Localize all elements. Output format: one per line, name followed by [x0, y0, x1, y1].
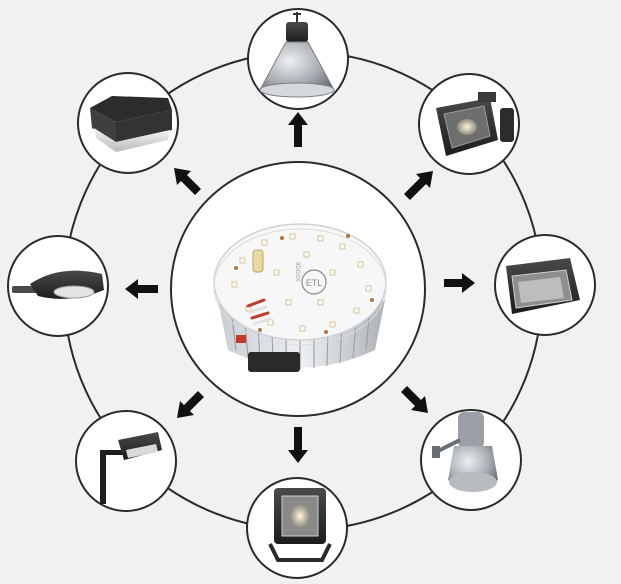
- arrow-up: [288, 112, 308, 147]
- board-markers: [234, 234, 374, 334]
- etl-mark: [301, 269, 327, 295]
- flood-light-fixture: [418, 73, 520, 175]
- capacitor: [252, 249, 264, 273]
- led-board: [213, 223, 387, 341]
- canopy-fixture: [77, 72, 179, 174]
- arrow-up-right: [404, 171, 433, 200]
- arrow-up-left: [174, 168, 201, 195]
- etl-mark-text: ETL: [306, 278, 323, 288]
- high-bay-fixture: [247, 8, 349, 110]
- driver-box: [248, 352, 300, 372]
- cobra-head-fixture: [7, 235, 109, 337]
- shoebox-pole-fixture: [75, 410, 177, 512]
- board-print: 9DG0X: [294, 262, 300, 282]
- arrow-down-left: [177, 391, 204, 418]
- fixture-circle: [75, 410, 177, 512]
- led-retrofit-kit-group: ETL 9DG0X: [170, 161, 426, 417]
- barn-light-fixture: [420, 409, 522, 511]
- arrow-down-right: [401, 386, 428, 413]
- lead-wires: [246, 298, 272, 326]
- arrow-down: [288, 427, 308, 463]
- wall-pack-fixture: [494, 234, 596, 336]
- arrow-right: [444, 273, 475, 293]
- arrows: [125, 112, 475, 463]
- square-flood-fixture: [246, 477, 348, 579]
- arrow-left: [125, 279, 158, 299]
- red-connector: [236, 335, 246, 343]
- led-chips: [231, 233, 372, 332]
